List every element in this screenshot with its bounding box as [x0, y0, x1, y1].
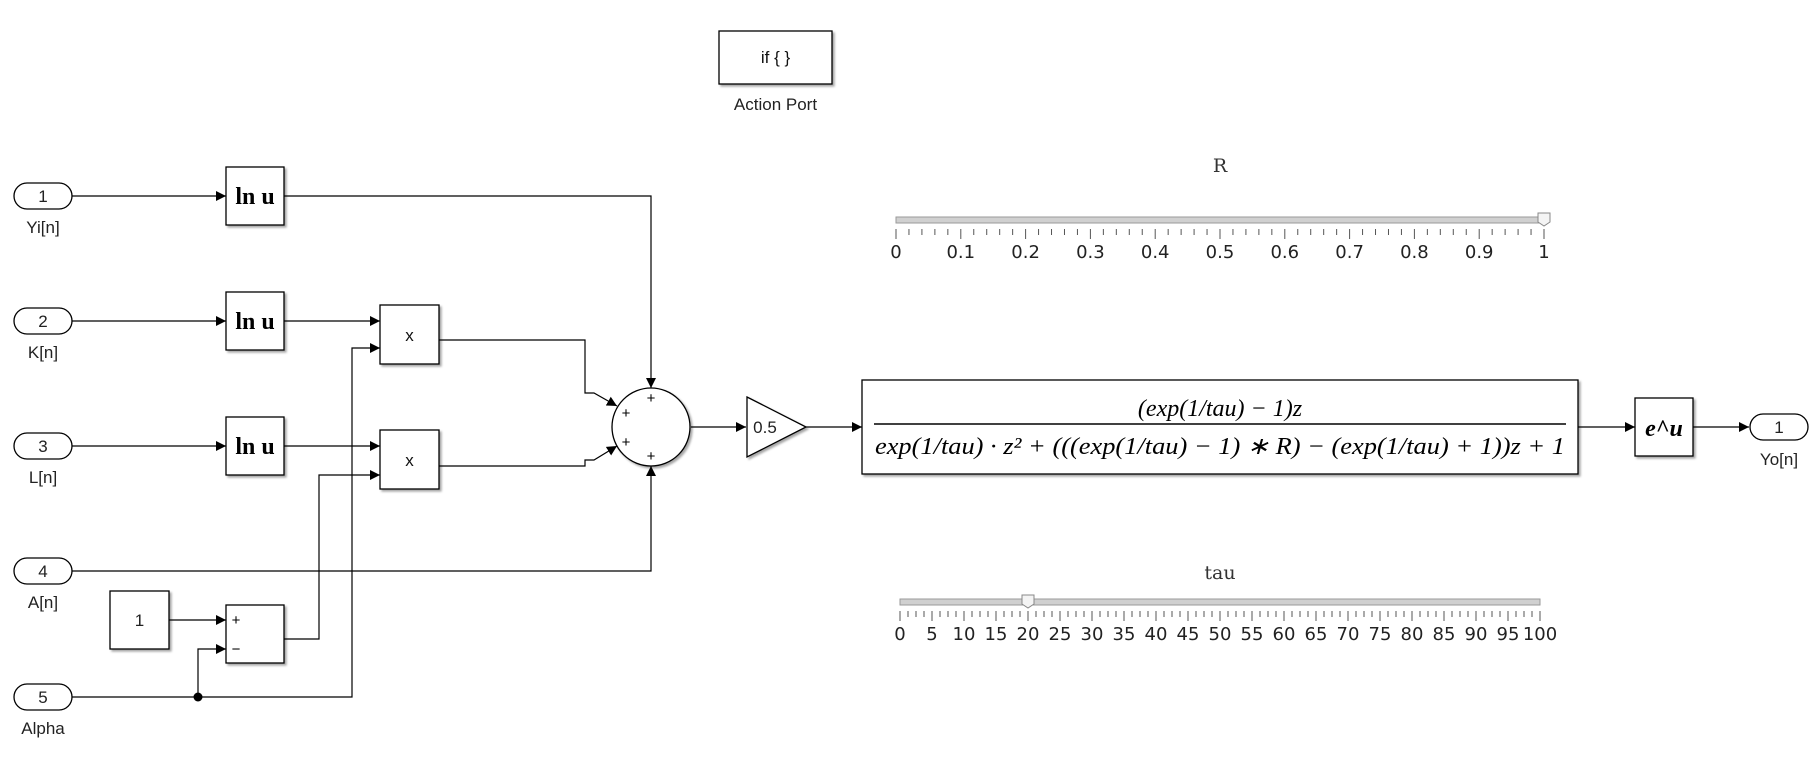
- inport-5[interactable]: 5: [13, 683, 73, 711]
- inport-3-number: 3: [38, 437, 47, 456]
- product-block-1[interactable]: x: [379, 304, 440, 365]
- slider-tick-label: 50: [1209, 624, 1232, 645]
- slider-tick-label: 0: [890, 242, 901, 263]
- slider-tick-label: 0.7: [1335, 242, 1364, 263]
- subtract-plus-sign: +: [232, 612, 241, 629]
- slider-tick-label: 35: [1113, 624, 1136, 645]
- slider-tick-label: 20: [1017, 624, 1040, 645]
- sum-block[interactable]: + + + +: [611, 387, 691, 467]
- inport-5-number: 5: [38, 688, 47, 707]
- product-block-1-text: x: [405, 326, 414, 345]
- action-port-label: Action Port: [734, 95, 817, 114]
- inport-4[interactable]: 4: [13, 557, 73, 585]
- inport-4-number: 4: [38, 562, 47, 581]
- discrete-transfer-fcn-block[interactable]: (exp(1/tau) − 1)z exp(1/tau) · z² + (((e…: [861, 379, 1579, 475]
- slider-tick-label: 90: [1465, 624, 1488, 645]
- transfer-fcn-numerator: (exp(1/tau) − 1)z: [1138, 396, 1303, 422]
- slider-name: R: [1213, 155, 1228, 177]
- slider-tick-label: 10: [953, 624, 976, 645]
- slider-tick-label: 0.5: [1206, 242, 1235, 263]
- inport-5-label: Alpha: [21, 719, 65, 738]
- subtract-minus-sign: −: [232, 641, 241, 658]
- slider-tick-label: 60: [1273, 624, 1296, 645]
- slider-tick-label: 15: [985, 624, 1008, 645]
- slider-tick-label: 40: [1145, 624, 1168, 645]
- inport-1[interactable]: 1: [13, 182, 73, 210]
- branch-point: [193, 692, 203, 702]
- sum-sign-left-upper: +: [622, 405, 631, 422]
- product-block-2-text: x: [405, 451, 414, 470]
- ln-block-3-text: ln u: [235, 434, 274, 460]
- slider-tick-label: 0.8: [1400, 242, 1429, 263]
- inport-4-label: A[n]: [28, 593, 58, 612]
- inport-3-label: L[n]: [29, 468, 57, 487]
- exp-block-text: e^u: [1645, 416, 1683, 442]
- inport-1-label: Yi[n]: [26, 218, 59, 237]
- slider-tick-label: 1: [1538, 242, 1549, 263]
- slider-tick-label: 95: [1497, 624, 1520, 645]
- sum-sign-left-lower: +: [622, 434, 631, 451]
- inport-1-number: 1: [38, 187, 47, 206]
- slider-tick-label: 80: [1401, 624, 1424, 645]
- outport-1-number: 1: [1774, 418, 1783, 437]
- ln-block-1-text: ln u: [235, 184, 274, 210]
- inport-2-label: K[n]: [28, 343, 58, 362]
- slider-thumb[interactable]: [1537, 212, 1551, 227]
- ln-block-1[interactable]: ln u: [225, 166, 285, 226]
- transfer-fcn-denominator: exp(1/tau) · z² + (((exp(1/tau) − 1) ∗ R…: [875, 434, 1565, 460]
- ln-block-2-text: ln u: [235, 309, 274, 335]
- slider-tick-label: 5: [926, 624, 937, 645]
- gain-block-value: 0.5: [753, 418, 777, 437]
- slider-tick-label: 70: [1337, 624, 1360, 645]
- inport-3[interactable]: 3: [13, 432, 73, 460]
- slider-track[interactable]: [895, 216, 1545, 224]
- slider-tick-label: 55: [1241, 624, 1264, 645]
- slider-tick-label: 0.3: [1076, 242, 1105, 263]
- action-port-block[interactable]: if { }: [718, 30, 833, 85]
- slider-tick-label: 0.4: [1141, 242, 1170, 263]
- sum-sign-bottom: +: [647, 448, 656, 465]
- slider-tick-label: 0.2: [1011, 242, 1040, 263]
- slider-tick-label: 0.1: [946, 242, 975, 263]
- action-port-block-text: if { }: [761, 48, 791, 67]
- inport-2-number: 2: [38, 312, 47, 331]
- slider-track[interactable]: [899, 598, 1541, 606]
- slider-tick-label: 0: [894, 624, 905, 645]
- signal-lines: [72, 191, 1749, 698]
- slider-tick-label: 75: [1369, 624, 1392, 645]
- slider-thumb[interactable]: [1021, 594, 1035, 609]
- slider-tick-label: 0.9: [1465, 242, 1494, 263]
- slider-name: tau: [1204, 562, 1235, 584]
- outport-1-label: Yo[n]: [1760, 450, 1798, 469]
- constant-block[interactable]: 1: [109, 590, 170, 650]
- slider-tick-label: 45: [1177, 624, 1200, 645]
- slider-tick-label: 85: [1433, 624, 1456, 645]
- gain-block[interactable]: 0.5: [746, 395, 808, 459]
- slider-r[interactable]: R 0 0.1 0.2 0.3 0.4 0.5 0.6 0.7 0.8 0.9 1: [890, 155, 1551, 263]
- inport-2[interactable]: 2: [13, 307, 73, 335]
- sum-sign-top: +: [647, 390, 656, 407]
- slider-tick-label: 30: [1081, 624, 1104, 645]
- subtract-block[interactable]: + −: [225, 604, 285, 664]
- slider-tick-label: 25: [1049, 624, 1072, 645]
- slider-tick-label: 100: [1523, 624, 1557, 645]
- outport-1[interactable]: 1: [1749, 413, 1809, 441]
- constant-block-value: 1: [135, 611, 144, 630]
- exp-block[interactable]: e^u: [1634, 397, 1694, 457]
- slider-tick-label: 65: [1305, 624, 1328, 645]
- product-block-2[interactable]: x: [379, 429, 440, 490]
- slider-tick-label: 0.6: [1270, 242, 1299, 263]
- ln-block-3[interactable]: ln u: [225, 416, 285, 476]
- ln-block-2[interactable]: ln u: [225, 291, 285, 351]
